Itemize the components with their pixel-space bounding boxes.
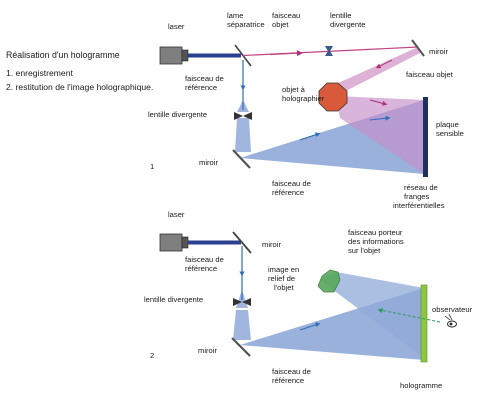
laser-nozzle-2 — [181, 236, 189, 249]
label-miroir-bottom-2: miroir — [198, 346, 217, 355]
reference-arrow-b2 — [369, 115, 391, 121]
part-1-recording: laser lame séparatrice faisceau objet le… — [148, 11, 464, 210]
label-miroir-top-2: miroir — [262, 240, 281, 249]
object-beam-upper-1 — [336, 47, 420, 96]
object-info-beam-2 — [320, 272, 424, 358]
label-ref-left-2a: faisceau de — [185, 255, 224, 264]
label-ref-left-a: faisceau de — [185, 74, 224, 83]
label-lame-a: lame — [227, 11, 243, 20]
label-faisceau-objet-right: faisceau objet — [406, 70, 454, 79]
label-miroir-bottom-1: miroir — [199, 158, 218, 167]
part-2-restitution: laser miroir faisceau de référence image… — [144, 210, 473, 390]
label-ref-left-b: référence — [185, 83, 217, 92]
label-plaque-a: plaque — [436, 120, 459, 129]
object-beam-to-plate-1 — [336, 96, 424, 174]
mirror-right-1 — [411, 39, 425, 57]
object-arrow-a — [375, 59, 393, 69]
diagram-title: Réalisation d'un hologramme — [6, 50, 120, 60]
label-ref-bottom-2b: référence — [272, 376, 304, 385]
label-hologramme: hologramme — [400, 381, 442, 390]
label-objet-b: holographier — [282, 94, 325, 103]
label-faisceau-objet-b: objet — [272, 20, 289, 29]
part-2-number: 2 — [150, 351, 154, 360]
lens-left-2 — [233, 298, 251, 306]
label-lentille-top-a: lentille — [330, 11, 352, 20]
label-porteur-c: sur l'objet — [348, 246, 381, 255]
label-ref-bottom-a: faisceau de — [272, 179, 311, 188]
mirror-top-2 — [232, 231, 252, 254]
label-lentille-left-2: lentille divergente — [144, 295, 203, 304]
lens-top-1 — [325, 46, 333, 56]
reference-beam-cone-1 — [235, 118, 251, 152]
reference-arrow-b1 — [299, 132, 321, 141]
observer-sight-line — [377, 308, 441, 323]
part-1-number: 1 — [150, 162, 154, 171]
label-plaque-b: sensible — [436, 129, 464, 138]
header: Réalisation d'un hologramme 1. enregistr… — [6, 50, 153, 92]
hologram-plate — [420, 284, 428, 363]
label-image-c: l'objet — [274, 283, 294, 292]
mirror-bottom-2 — [231, 337, 251, 357]
laser-body-1 — [159, 46, 183, 65]
label-image-b: relief de — [268, 274, 295, 283]
label-porteur-b: des informations — [348, 237, 404, 246]
reference-arrow-b3 — [299, 322, 321, 331]
label-laser-1: laser — [168, 22, 185, 31]
label-lame-b: séparatrice — [227, 20, 265, 29]
label-lentille-left-1: lentille divergente — [148, 110, 207, 119]
laser-nozzle-1 — [181, 49, 189, 62]
mirror-bottom-1 — [232, 149, 251, 169]
label-objet-a: objet à — [282, 85, 306, 94]
label-laser-2: laser — [168, 210, 185, 219]
label-miroir-right: miroir — [429, 47, 448, 56]
step-2-label: 2. restitution de l'image holographique. — [6, 82, 153, 92]
laser-body-2 — [159, 233, 183, 252]
lens-left-1 — [234, 112, 252, 120]
label-observateur: observateur — [432, 305, 473, 314]
observer-eye-icon — [444, 313, 457, 328]
label-porteur-a: faisceau porteur — [348, 228, 403, 237]
label-faisceau-objet-a: faisceau — [272, 11, 300, 20]
label-lentille-top-b: divergente — [330, 20, 365, 29]
sensitive-plate — [423, 97, 428, 177]
label-ref-bottom-2a: faisceau de — [272, 367, 311, 376]
label-ref-bottom-b: référence — [272, 188, 304, 197]
label-reseau-a: réseau de — [404, 183, 438, 192]
object-to-record — [318, 82, 348, 112]
step-1-label: 1. enregistrement — [6, 68, 73, 78]
reference-beam-cone-2 — [233, 310, 251, 340]
label-image-a: image en — [268, 265, 299, 274]
object-arrow-b — [369, 99, 388, 106]
label-reseau-c: interférentielles — [393, 201, 445, 210]
label-reseau-b: franges — [404, 192, 430, 201]
virtual-image — [317, 269, 341, 293]
label-ref-left-2b: référence — [185, 264, 217, 273]
object-beam-arrow-1 — [269, 50, 303, 57]
